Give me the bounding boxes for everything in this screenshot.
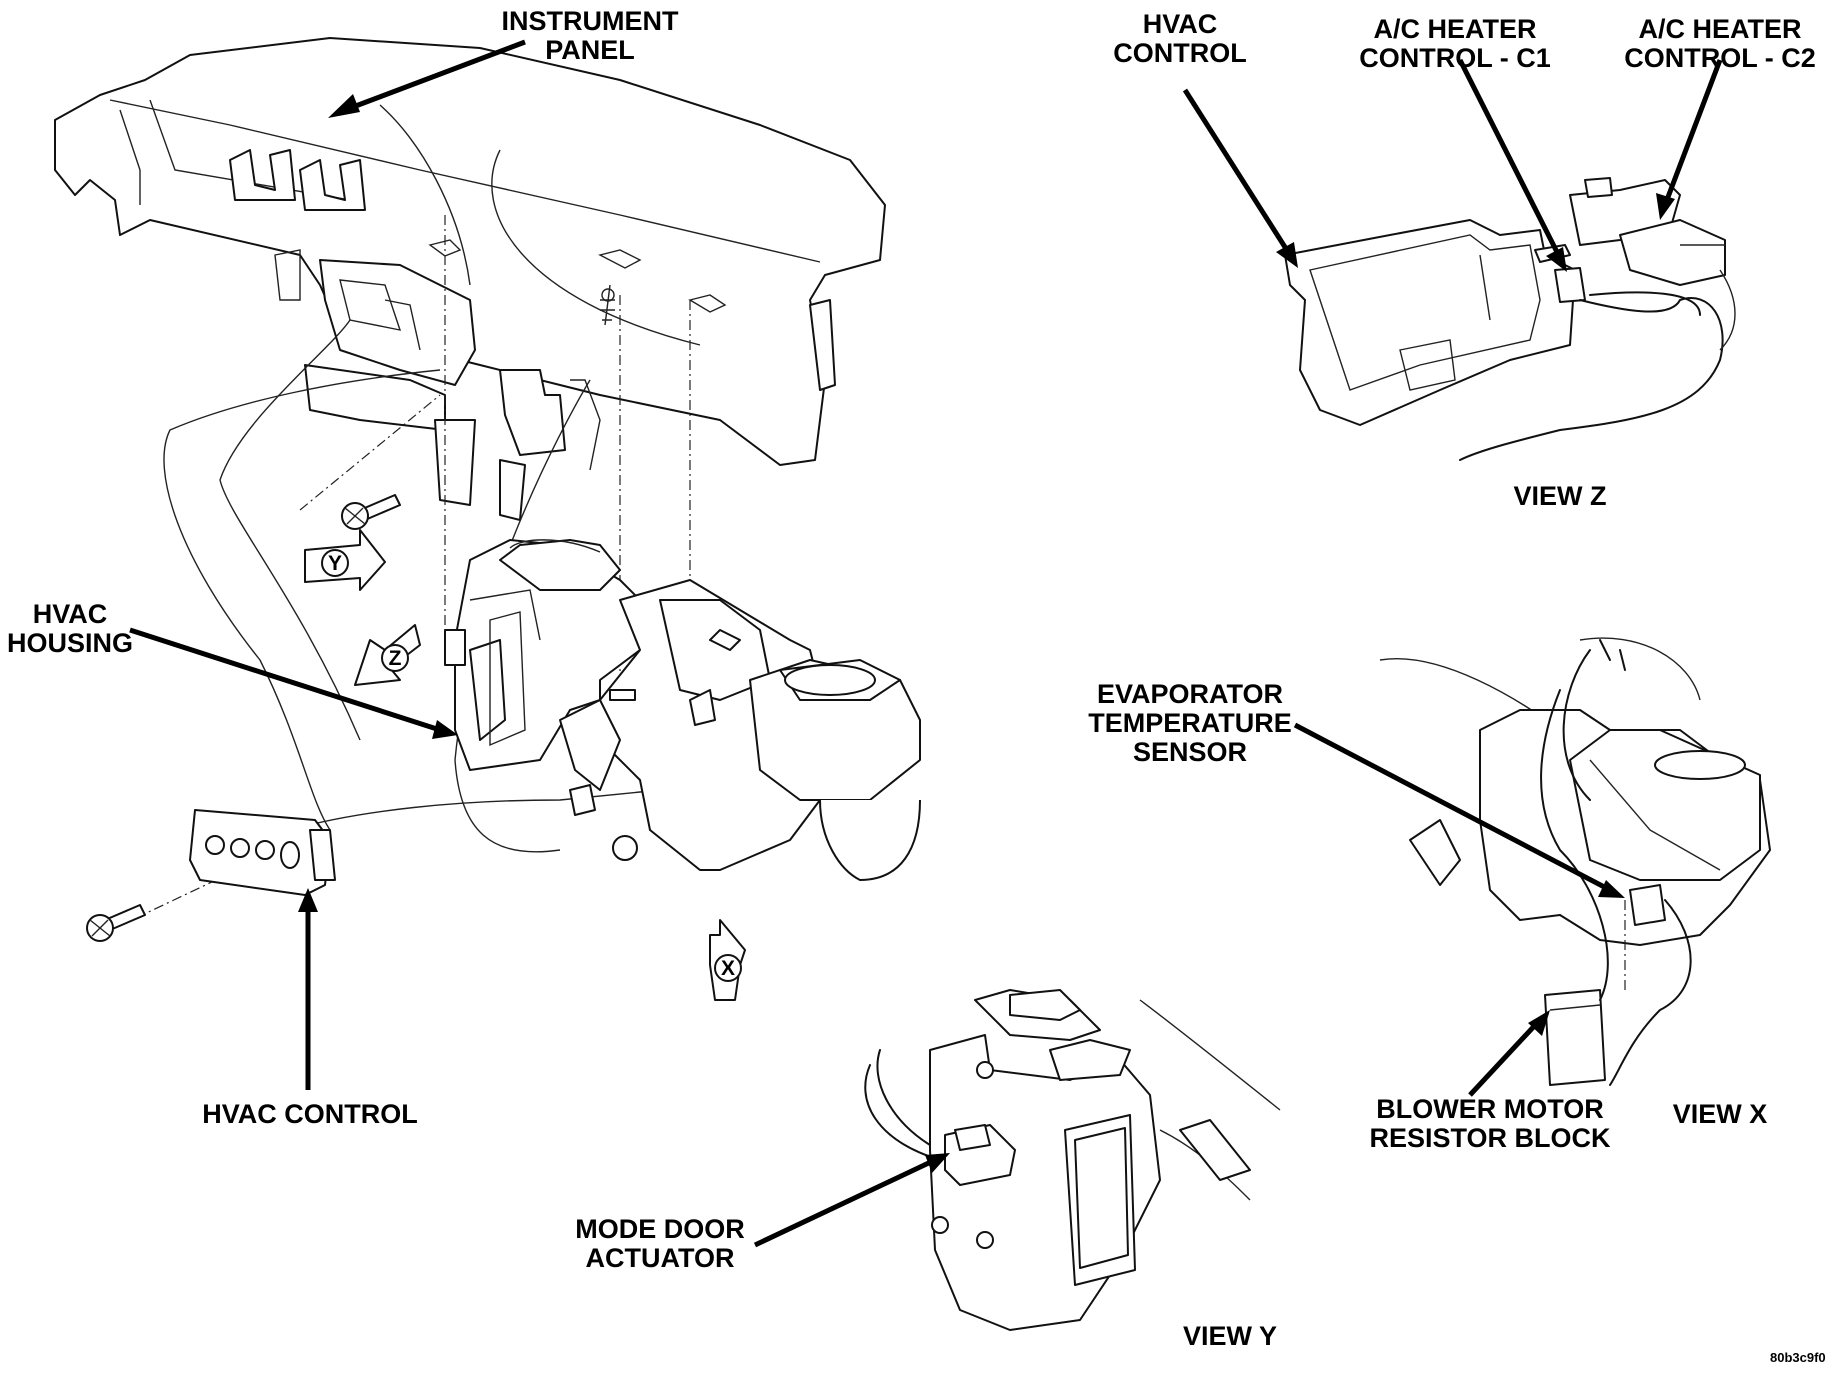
label-view-x: VIEW X — [1672, 1099, 1768, 1129]
hvac-control-drawing — [189, 809, 336, 896]
label-view-y: VIEW Y — [1182, 1321, 1278, 1351]
label-hvac-control-bottom: HVAC CONTROL — [202, 1099, 418, 1129]
view-marker-y: Y — [327, 552, 342, 575]
view-marker-x: X — [720, 957, 735, 980]
view-marker-x-drawing — [709, 919, 746, 1001]
view-marker-y-drawing — [304, 529, 386, 591]
screw-1-drawing — [341, 494, 401, 530]
view-marker-z-drawing — [354, 624, 421, 686]
view-y-drawing — [864, 989, 1281, 1331]
screw-2-drawing — [86, 904, 146, 942]
view-marker-z: Z — [388, 647, 402, 670]
leader-arrows — [129, 39, 1723, 1248]
hvac-housing-drawing — [444, 539, 921, 881]
figure-code: 80b3c9f0 — [1770, 1350, 1826, 1365]
view-z-drawing — [1284, 177, 1736, 461]
view-x-drawing — [1379, 637, 1771, 1086]
instrument-panel-drawing — [54, 37, 886, 521]
label-view-z: VIEW Z — [1513, 481, 1607, 511]
